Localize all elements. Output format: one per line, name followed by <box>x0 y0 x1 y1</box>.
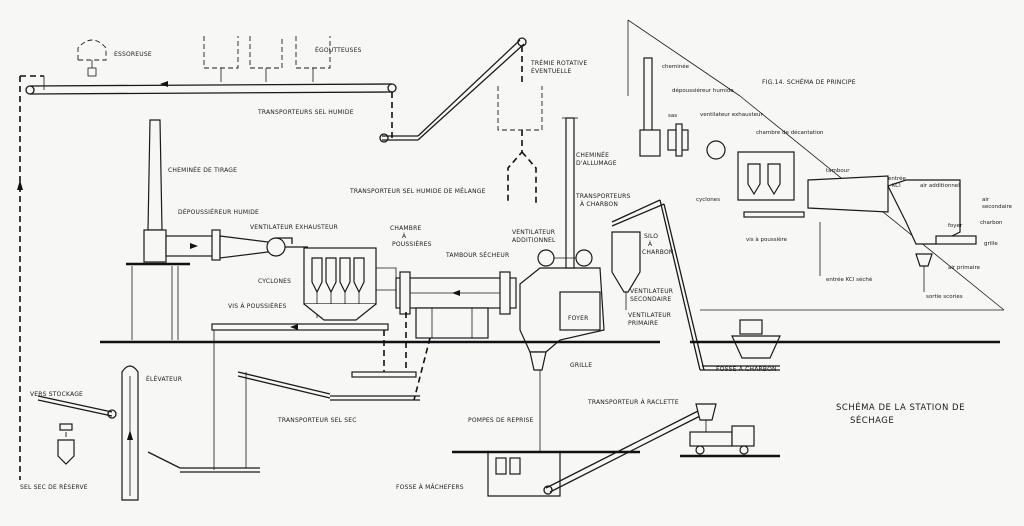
labels-main: ESSOREUSE ÉGOUTTEUSES TRANSPORTEURS SEL … <box>20 46 965 491</box>
inset-sas: sas <box>668 113 677 119</box>
label-ventilateur-additionnel-2: ADDITIONNEL <box>512 237 556 244</box>
label-sel-sec-reserve: SEL SEC DE RÉSERVE <box>20 483 88 491</box>
label-transporteur-raclette: TRANSPORTEUR À RACLETTE <box>587 399 679 406</box>
inset-chambre-decantation: chambre de décantation <box>756 129 824 136</box>
diagram-title-line2: SÉCHAGE <box>850 414 894 426</box>
label-transporteurs-charbon-2: À CHARBON <box>580 201 618 208</box>
labels-inset: FIG.14. SCHÉMA DE PRINCIPE cheminée dépo… <box>662 63 1013 300</box>
elevateur <box>121 365 139 501</box>
inset-charbon: charbon <box>980 220 1003 226</box>
inset-sortie-scories: sortie scories <box>926 294 963 300</box>
cheminee-allumage <box>562 117 578 269</box>
label-ventilateur-secondaire-2: SECONDAIRE <box>630 296 671 303</box>
label-transporteurs-sel-humide: TRANSPORTEURS SEL HUMIDE <box>257 109 354 116</box>
label-tremie-1: TRÉMIE ROTATIVE <box>530 59 587 67</box>
inset-schema <box>627 19 1005 311</box>
tremie-rotative <box>497 86 543 204</box>
label-ventilateur-additionnel-1: VENTILATEUR <box>512 229 555 236</box>
label-cheminee-allumage-1: CHEMINÉE <box>576 151 609 159</box>
inclined-conveyor-to-tremie <box>379 37 527 143</box>
depoussiereur-humide <box>165 229 308 261</box>
label-cheminee-allumage-2: D'ALLUMAGE <box>576 160 617 167</box>
label-essoreuse: ESSOREUSE <box>114 51 152 58</box>
label-transporteurs-charbon-1: TRANSPORTEURS <box>575 193 631 200</box>
tambour-secheur <box>395 271 517 339</box>
wet-salt-conveyor-top <box>25 81 397 138</box>
inset-entree-kcl-1: entrée <box>888 175 907 182</box>
silo-charbon <box>611 231 641 310</box>
label-cyclones: CYCLONES <box>258 278 291 285</box>
cheminee-tirage <box>126 119 190 340</box>
label-ventilateur-secondaire-1: VENTILATEUR <box>630 288 673 295</box>
inset-ventilateur-exhausteur: ventilateur exhausteur <box>700 112 764 118</box>
label-tambour-secheur: TAMBOUR SÉCHEUR <box>445 251 509 259</box>
label-fosse-charbon: FOSSE À CHARBON <box>716 366 777 373</box>
fosse-machefers <box>452 388 640 497</box>
label-elevateur: ÉLÉVATEUR <box>146 375 182 383</box>
label-ventilateur-primaire-2: PRIMAIRE <box>628 320 658 327</box>
inset-grille: grille <box>984 241 998 247</box>
label-ventilateur-primaire-1: VENTILATEUR <box>628 312 671 319</box>
label-transporteur-sel-sec: TRANSPORTEUR SEL SEC <box>277 417 357 424</box>
wagon <box>680 425 780 458</box>
label-egoutteuses: ÉGOUTTEUSES <box>315 46 362 54</box>
transporteur-raclette <box>543 403 717 495</box>
label-depoussiereur: DÉPOUSSIÉREUR HUMIDE <box>178 208 259 216</box>
inset-entree-kcl-sechee: entrée KCl séché <box>826 276 873 283</box>
inset-cyclones: cyclones <box>696 197 720 203</box>
label-pompes-reprise: POMPES DE REPRISE <box>468 417 533 424</box>
inset-foyer: foyer <box>948 223 963 229</box>
chambre-poussieres <box>303 247 397 321</box>
inset-air-secondaire-2: secondaire <box>982 204 1013 210</box>
vers-stockage <box>37 395 117 465</box>
inset-entree-kcl-2: KCl <box>892 183 901 189</box>
foyer <box>519 267 605 388</box>
label-chambre-3: POUSSIÈRES <box>392 240 432 248</box>
diagram-title-line1: SCHÉMA DE LA STATION DE <box>836 401 965 413</box>
label-foyer: FOYER <box>568 315 588 322</box>
label-cheminee-tirage: CHEMINÉE DE TIRAGE <box>168 166 237 174</box>
fosse-charbon <box>731 319 781 359</box>
label-silo-3: CHARBON <box>642 249 674 256</box>
label-vers-stockage: VERS STOCKAGE <box>30 391 83 398</box>
inset-vis-poussiere: vis à poussière <box>746 236 788 243</box>
inset-air-primaire: air primaire <box>948 265 981 271</box>
label-silo-1: SILO <box>644 233 658 240</box>
inset-air-additionnel: air additionnel <box>920 183 960 189</box>
label-transporteur-melange: TRANSPORTEUR SEL HUMIDE DE MÉLANGE <box>349 187 486 195</box>
essoreuse <box>77 39 107 77</box>
label-silo-2: À <box>648 241 653 248</box>
label-fosse-machefers: FOSSE À MÂCHEFERS <box>396 484 464 491</box>
return-loop-left <box>17 75 45 480</box>
label-chambre-2: À <box>402 233 407 240</box>
vis-poussieres <box>211 323 389 470</box>
label-vis-poussieres: VIS À POUSSIÈRES <box>228 302 286 310</box>
inset-air-secondaire-1: air <box>982 197 990 203</box>
transporteur-sel-sec <box>147 371 420 473</box>
inset-depoussiereur: dépoussiéreur humide <box>672 87 734 94</box>
label-chambre-1: CHAMBRE <box>390 225 421 232</box>
label-tremie-2: ÉVENTUELLE <box>531 67 572 75</box>
flow-down-3 <box>413 337 431 401</box>
inset-title: FIG.14. SCHÉMA DE PRINCIPE <box>762 78 856 86</box>
inset-cheminee: cheminée <box>662 63 690 70</box>
label-grille: GRILLE <box>570 362 592 369</box>
ventilateur-additionnel <box>537 249 593 267</box>
inset-tambour: tambour <box>826 168 850 174</box>
label-ventilateur-exhausteur: VENTILATEUR EXHAUSTEUR <box>250 224 338 231</box>
egoutteuses <box>203 36 331 82</box>
